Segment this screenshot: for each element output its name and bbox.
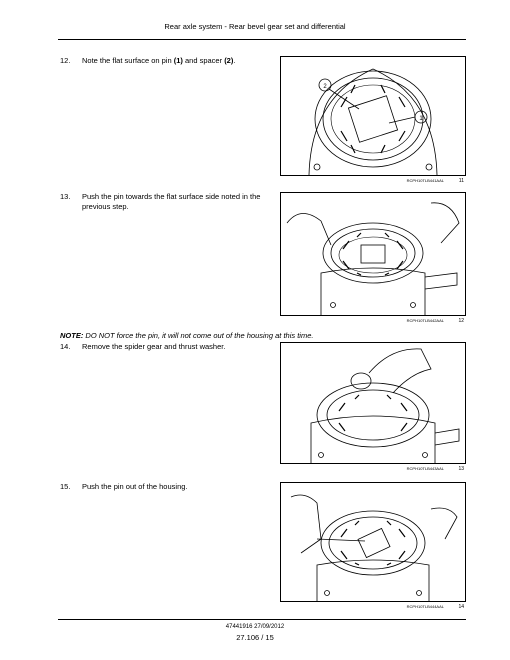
figure-number: 13 xyxy=(458,466,464,472)
figure-number: 11 xyxy=(458,178,464,184)
step-number: 15. xyxy=(60,482,71,491)
step-number: 13. xyxy=(60,192,71,201)
note: NOTE: DO NOT force the pin, it will not … xyxy=(60,331,313,340)
step-15: 15. Push the pin out of the housing. xyxy=(60,482,270,492)
step-text-part: and spacer xyxy=(182,56,225,65)
figure-number: 14 xyxy=(458,604,464,610)
figure-code: RCPH10TLB443AAL xyxy=(406,466,444,471)
figure-13-caption: RCPH10TLB443AAL 13 xyxy=(280,466,464,472)
step-text: Note the flat surface on pin (1) and spa… xyxy=(82,56,267,66)
step-number: 14. xyxy=(60,342,71,351)
figure-14-caption: RCPH10TLB444AAL 14 xyxy=(280,604,464,610)
figure-12-caption: RCPH10TLB442AAL 12 xyxy=(280,318,464,324)
callout-label: 1 xyxy=(419,116,423,122)
figure-11-caption: RCPH10TLB441AAL 11 xyxy=(280,178,464,184)
step-text-part: . xyxy=(233,56,236,65)
page-header: Rear axle system - Rear bevel gear set a… xyxy=(164,22,346,31)
step-number: 12. xyxy=(60,56,71,65)
note-text: DO NOT force the pin, it will not come o… xyxy=(83,331,314,340)
note-label: NOTE: xyxy=(60,331,84,340)
step-text-part: Note the flat surface on pin xyxy=(82,56,174,65)
figure-11-image: 2 1 xyxy=(280,56,466,176)
step-text: Remove the spider gear and thrust washer… xyxy=(82,342,226,351)
header-rule xyxy=(58,39,466,40)
callout-label: 2 xyxy=(323,84,327,90)
step-12: 12. Note the flat surface on pin (1) and … xyxy=(60,56,270,66)
figure-number: 12 xyxy=(458,318,464,324)
figure-13-image xyxy=(280,342,466,464)
footer-page-number: 27.106 / 15 xyxy=(236,633,274,642)
footer-doc-id: 47441916 27/09/2012 xyxy=(225,624,285,630)
callout-ref-2: (2) xyxy=(224,56,234,65)
figure-code: RCPH10TLB442AAL xyxy=(406,318,444,323)
step-text: Push the pin towards the flat surface si… xyxy=(82,192,261,211)
figure-14-image xyxy=(280,482,466,602)
step-14: 14. Remove the spider gear and thrust was… xyxy=(60,342,270,352)
callout-ref-1: (1) xyxy=(173,56,183,65)
figure-code: RCPH10TLB444AAL xyxy=(406,604,444,609)
figure-12-image xyxy=(280,192,466,316)
figure-code: RCPH10TLB441AAL xyxy=(406,178,444,183)
step-text: Push the pin out of the housing. xyxy=(82,482,188,491)
step-13: 13. Push the pin towards the flat surface… xyxy=(60,192,270,212)
footer-rule xyxy=(58,619,466,620)
